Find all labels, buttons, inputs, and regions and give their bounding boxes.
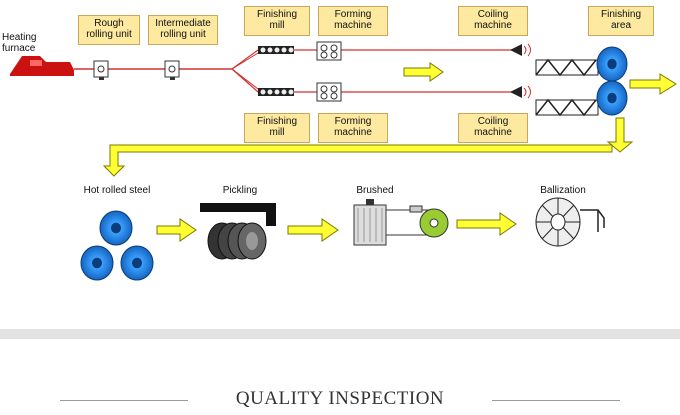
forming-machine-upper-icon: [316, 41, 342, 61]
brushed-label: Brushed: [356, 185, 394, 196]
finishing-mill-box-lower: Finishing mill: [244, 113, 310, 143]
coiling-machine-box-lower: Coiling machine: [458, 113, 528, 143]
flow-arrow-3: [456, 212, 517, 236]
intermediate-rolling-unit-box: Intermediate rolling unit: [148, 15, 218, 45]
ballization-machine-icon: [535, 197, 605, 247]
finished-coil-upper-icon: [596, 46, 628, 82]
heating-furnace-label: Heating furnace: [2, 32, 37, 54]
flow-arrow-middle: [403, 62, 444, 82]
flow-arrow-2: [287, 218, 339, 242]
pickling-tank-icon: [200, 203, 276, 260]
intermediate-rolling-unit-icon: [164, 60, 180, 80]
flow-arrow-right: [629, 73, 677, 95]
finishing-mill-upper-icon: [258, 46, 294, 54]
finished-coil-lower-icon: [596, 80, 628, 116]
finishing-area-box: Finishing area: [588, 6, 654, 36]
flow-arrow-return: [102, 117, 634, 177]
finishing-mill-lower-icon: [258, 88, 294, 96]
hot-rolled-steel-label: Hot rolled steel: [83, 185, 151, 196]
ballization-label: Ballization: [540, 185, 586, 196]
hot-rolled-coils-icon: [80, 210, 154, 281]
finishing-mill-box-upper: Finishing mill: [244, 6, 310, 36]
title-rule-right: [492, 400, 620, 401]
coiling-machine-lower-icon: [510, 85, 599, 117]
forming-machine-lower-icon: [316, 82, 342, 102]
heating-furnace-icon: [10, 56, 74, 76]
rough-rolling-unit-icon: [93, 60, 109, 80]
section-divider-band: [0, 329, 680, 339]
brushing-machine-icon: [353, 199, 449, 246]
pickling-label: Pickling: [222, 185, 258, 196]
flow-arrow-1: [156, 218, 197, 242]
process-diagram: [10, 41, 677, 281]
section-title: QUALITY INSPECTION: [235, 388, 445, 409]
coiling-machine-upper-icon: [510, 43, 599, 77]
forming-machine-box-lower: Forming machine: [318, 113, 388, 143]
title-rule-left: [60, 400, 188, 401]
forming-machine-box-upper: Forming machine: [318, 6, 388, 36]
rough-rolling-unit-box: Rough rolling unit: [78, 15, 140, 45]
coiling-machine-box-upper: Coiling machine: [458, 6, 528, 36]
